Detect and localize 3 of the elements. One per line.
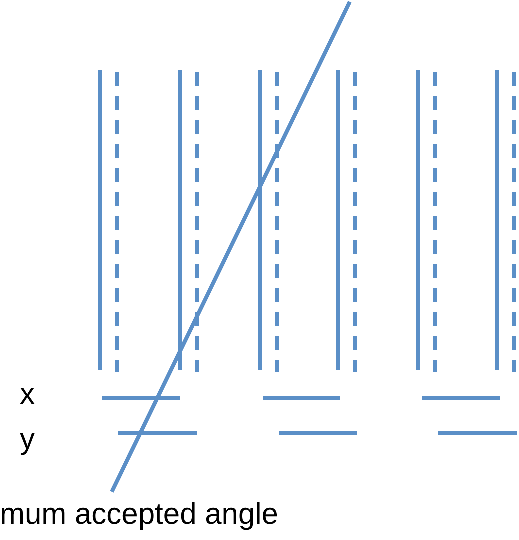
caption-text: mum accepted angle <box>0 500 278 530</box>
axis-label: y <box>20 425 35 455</box>
axis-label: x <box>20 380 35 410</box>
